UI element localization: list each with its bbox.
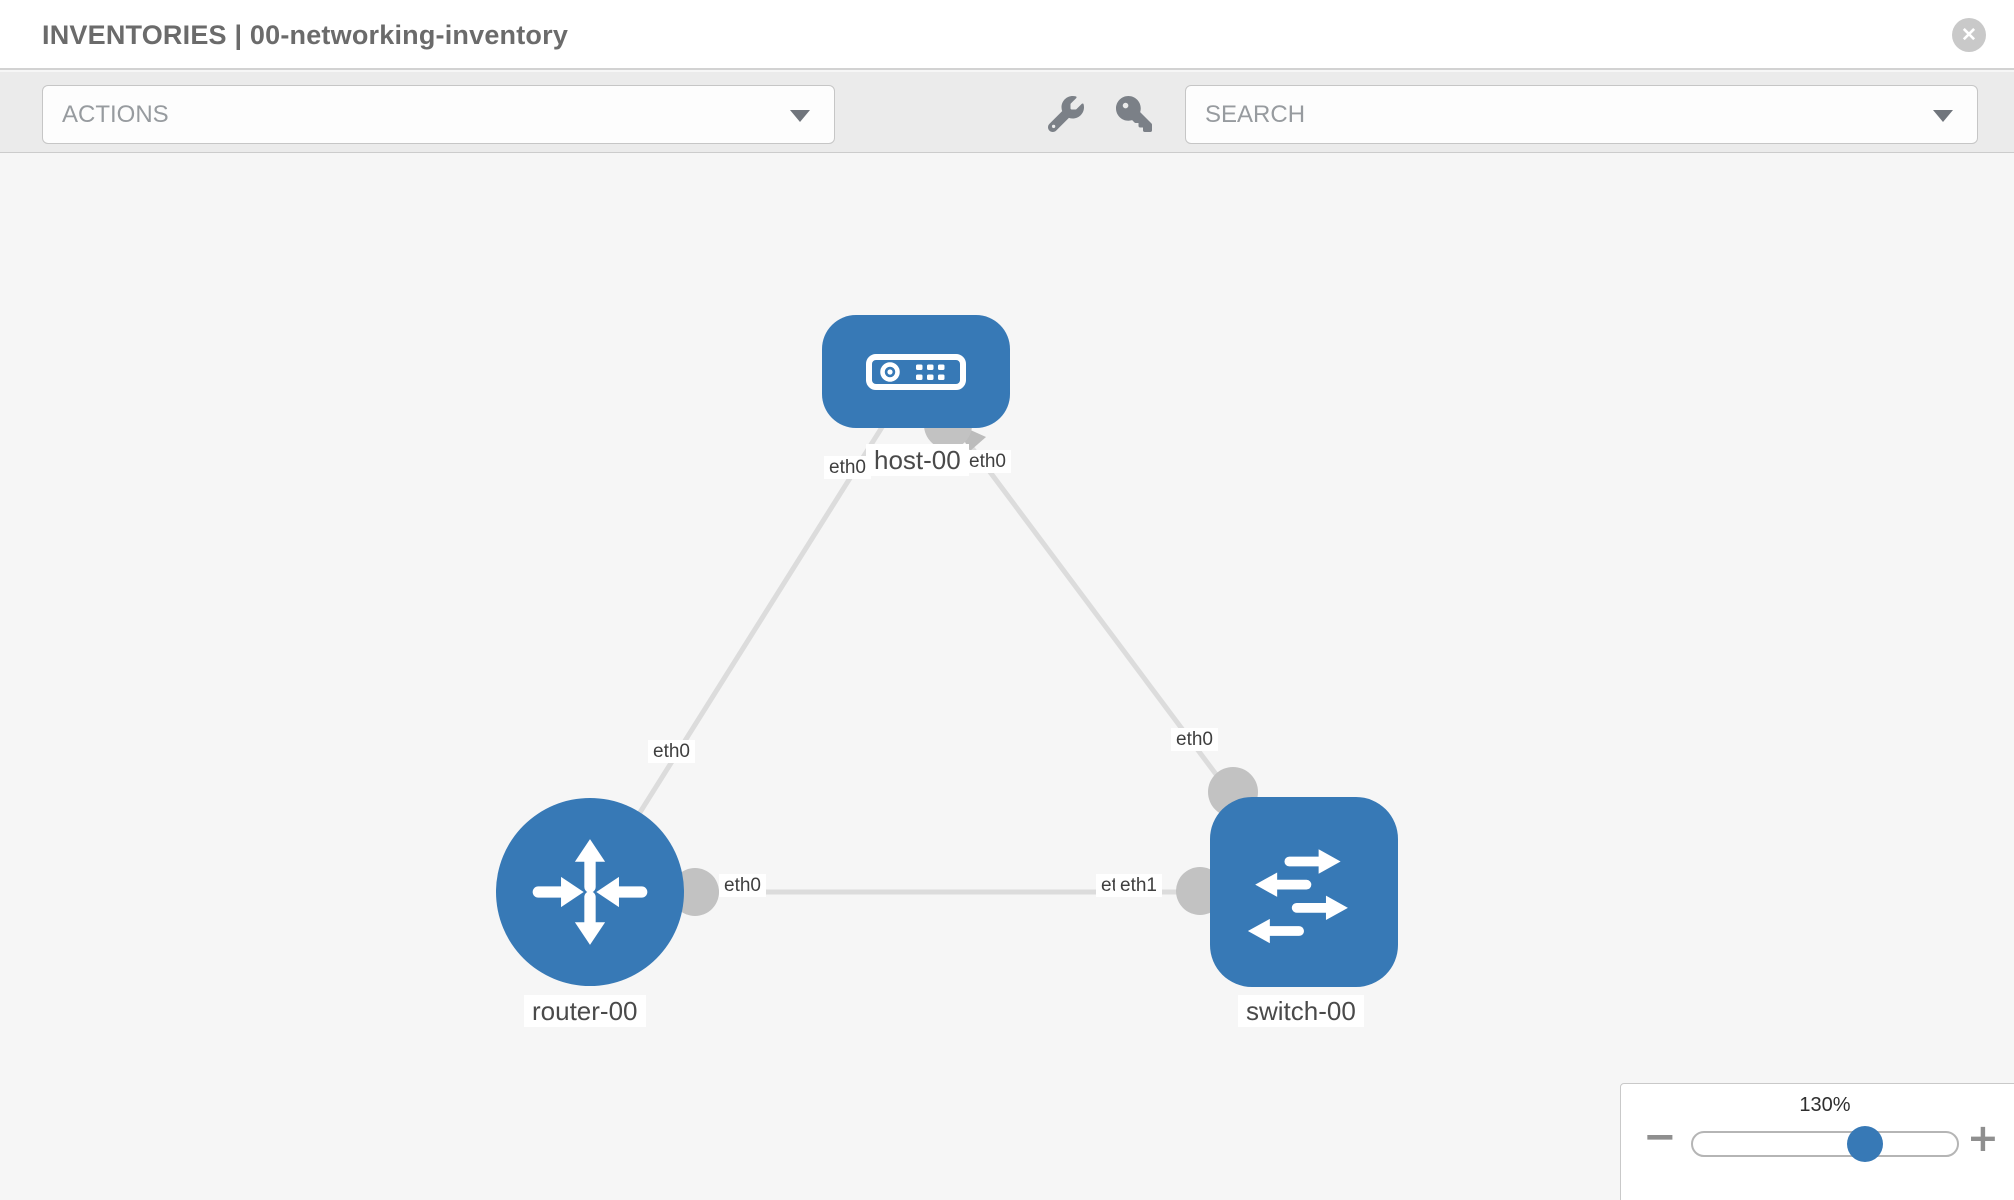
network-edges-layer (587, 371, 1307, 916)
router-icon (532, 839, 648, 945)
close-button[interactable]: ✕ (1952, 18, 1986, 52)
toolbar: ACTIONS SEARCH (0, 72, 2014, 153)
page-title: INVENTORIES | 00-networking-inventory (42, 20, 569, 50)
search-dropdown-label: SEARCH (1205, 101, 1306, 128)
chevron-down-icon (1933, 110, 1953, 122)
server-icon (866, 353, 966, 390)
page-header: INVENTORIES | 00-networking-inventory ✕ (0, 0, 2014, 70)
key-button[interactable] (1116, 96, 1152, 132)
zoom-slider-thumb[interactable] (1847, 1126, 1883, 1162)
interface-label: eth1 (1115, 874, 1162, 897)
node-router-00[interactable] (496, 798, 684, 986)
zoom-slider-track[interactable] (1691, 1126, 1959, 1162)
key-icon (1116, 96, 1152, 132)
wrench-button[interactable] (1048, 96, 1084, 132)
interface-label: eth0 (824, 456, 871, 479)
switch-icon (1247, 849, 1348, 944)
wrench-icon (1048, 96, 1084, 132)
node-label-host: host-00 (866, 444, 969, 476)
interface-label: eth0 (719, 874, 766, 897)
zoom-control-panel: 130% − + (1620, 1083, 2014, 1200)
zoom-level-value: 130% (1799, 1094, 1851, 1116)
interface-label: eth0 (648, 740, 695, 763)
interface-label: eth0 (1171, 728, 1218, 751)
actions-dropdown-label: ACTIONS (62, 101, 169, 128)
node-label-switch: switch-00 (1238, 995, 1364, 1027)
zoom-in-button[interactable]: + (1967, 1116, 1999, 1160)
topology-canvas[interactable]: host-00 router-00 switch-00 eth0 eth0 et… (0, 153, 2014, 1200)
actions-dropdown[interactable]: ACTIONS (42, 85, 835, 144)
search-dropdown[interactable]: SEARCH (1185, 85, 1978, 144)
node-label-router: router-00 (524, 995, 646, 1027)
zoom-out-button[interactable]: − (1643, 1114, 1677, 1160)
node-host-00[interactable] (822, 315, 1010, 428)
close-icon: ✕ (1961, 24, 1977, 46)
chevron-down-icon (790, 110, 810, 122)
interface-label: eth0 (964, 450, 1011, 473)
node-switch-00[interactable] (1210, 797, 1398, 987)
